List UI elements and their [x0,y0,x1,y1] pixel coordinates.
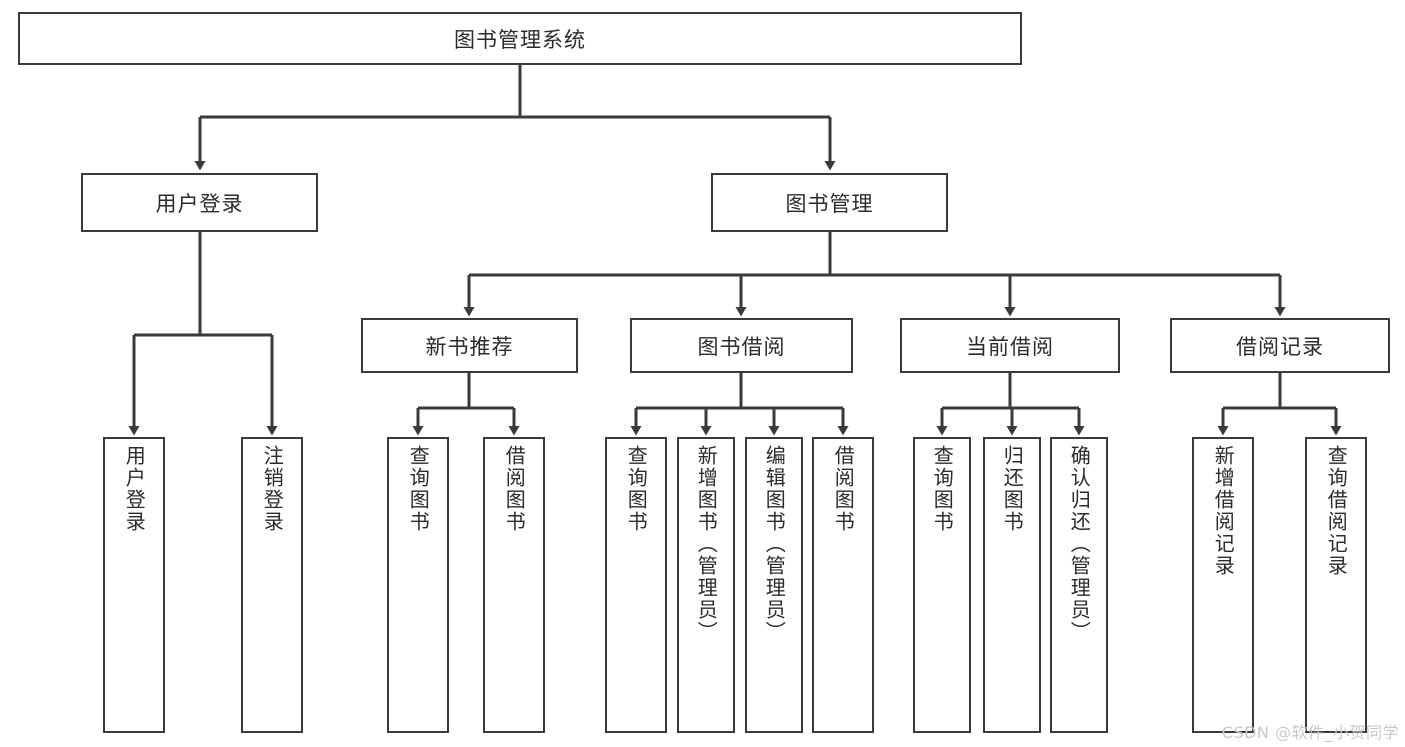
node-level3-1-label: 图书借阅 [697,334,786,359]
node-level2-0[interactable]: 用户登录 [81,173,318,232]
node-leaf-1[interactable]: 注销登录 [241,437,303,733]
node-leaf-1-label: 注销登录 [260,445,285,533]
node-level3-3[interactable]: 借阅记录 [1170,318,1390,373]
node-leaf-4[interactable]: 查询图书 [605,437,667,733]
node-leaf-3[interactable]: 借阅图书 [483,437,545,733]
node-leaf-8[interactable]: 查询图书 [913,437,971,733]
csdn-watermark: CSDN @软件_小贺同学 [1221,723,1399,742]
node-leaf-5-label: 新增图书（管理员） [694,445,719,643]
node-leaf-12[interactable]: 查询借阅记录 [1305,437,1367,733]
node-leaf-6-label: 编辑图书（管理员） [762,445,787,643]
node-leaf-7[interactable]: 借阅图书 [812,437,874,733]
node-leaf-9-label: 归还图书 [1000,445,1025,533]
node-level3-2-label: 当前借阅 [966,334,1054,359]
node-leaf-11[interactable]: 新增借阅记录 [1192,437,1254,733]
node-leaf-9[interactable]: 归还图书 [983,437,1041,733]
node-leaf-2-label: 查询图书 [406,445,431,533]
node-leaf-6[interactable]: 编辑图书（管理员） [745,437,803,733]
node-leaf-0-label: 用户登录 [122,445,147,533]
node-root-label: 图书管理系统 [454,27,586,52]
node-leaf-0[interactable]: 用户登录 [103,437,165,733]
node-leaf-7-label: 借阅图书 [831,445,856,533]
node-leaf-10[interactable]: 确认归还（管理员） [1050,437,1108,733]
node-leaf-3-label: 借阅图书 [502,445,527,533]
node-leaf-4-label: 查询图书 [624,445,649,533]
node-leaf-10-label: 确认归还（管理员） [1067,445,1092,643]
node-leaf-2[interactable]: 查询图书 [387,437,449,733]
node-leaf-8-label: 查询图书 [930,445,955,533]
node-leaf-5[interactable]: 新增图书（管理员） [677,437,735,733]
node-level2-1-label: 图书管理 [785,191,874,216]
node-level3-0[interactable]: 新书推荐 [361,318,578,373]
node-leaf-12-label: 查询借阅记录 [1324,445,1349,577]
node-level3-1[interactable]: 图书借阅 [630,318,853,373]
node-level3-0-label: 新书推荐 [425,334,514,359]
node-level2-0-label: 用户登录 [155,191,244,216]
node-root[interactable]: 图书管理系统 [18,12,1022,65]
node-level3-3-label: 借阅记录 [1236,334,1324,359]
node-leaf-11-label: 新增借阅记录 [1211,445,1236,577]
node-level3-2[interactable]: 当前借阅 [900,318,1120,373]
node-level2-1[interactable]: 图书管理 [711,173,948,232]
